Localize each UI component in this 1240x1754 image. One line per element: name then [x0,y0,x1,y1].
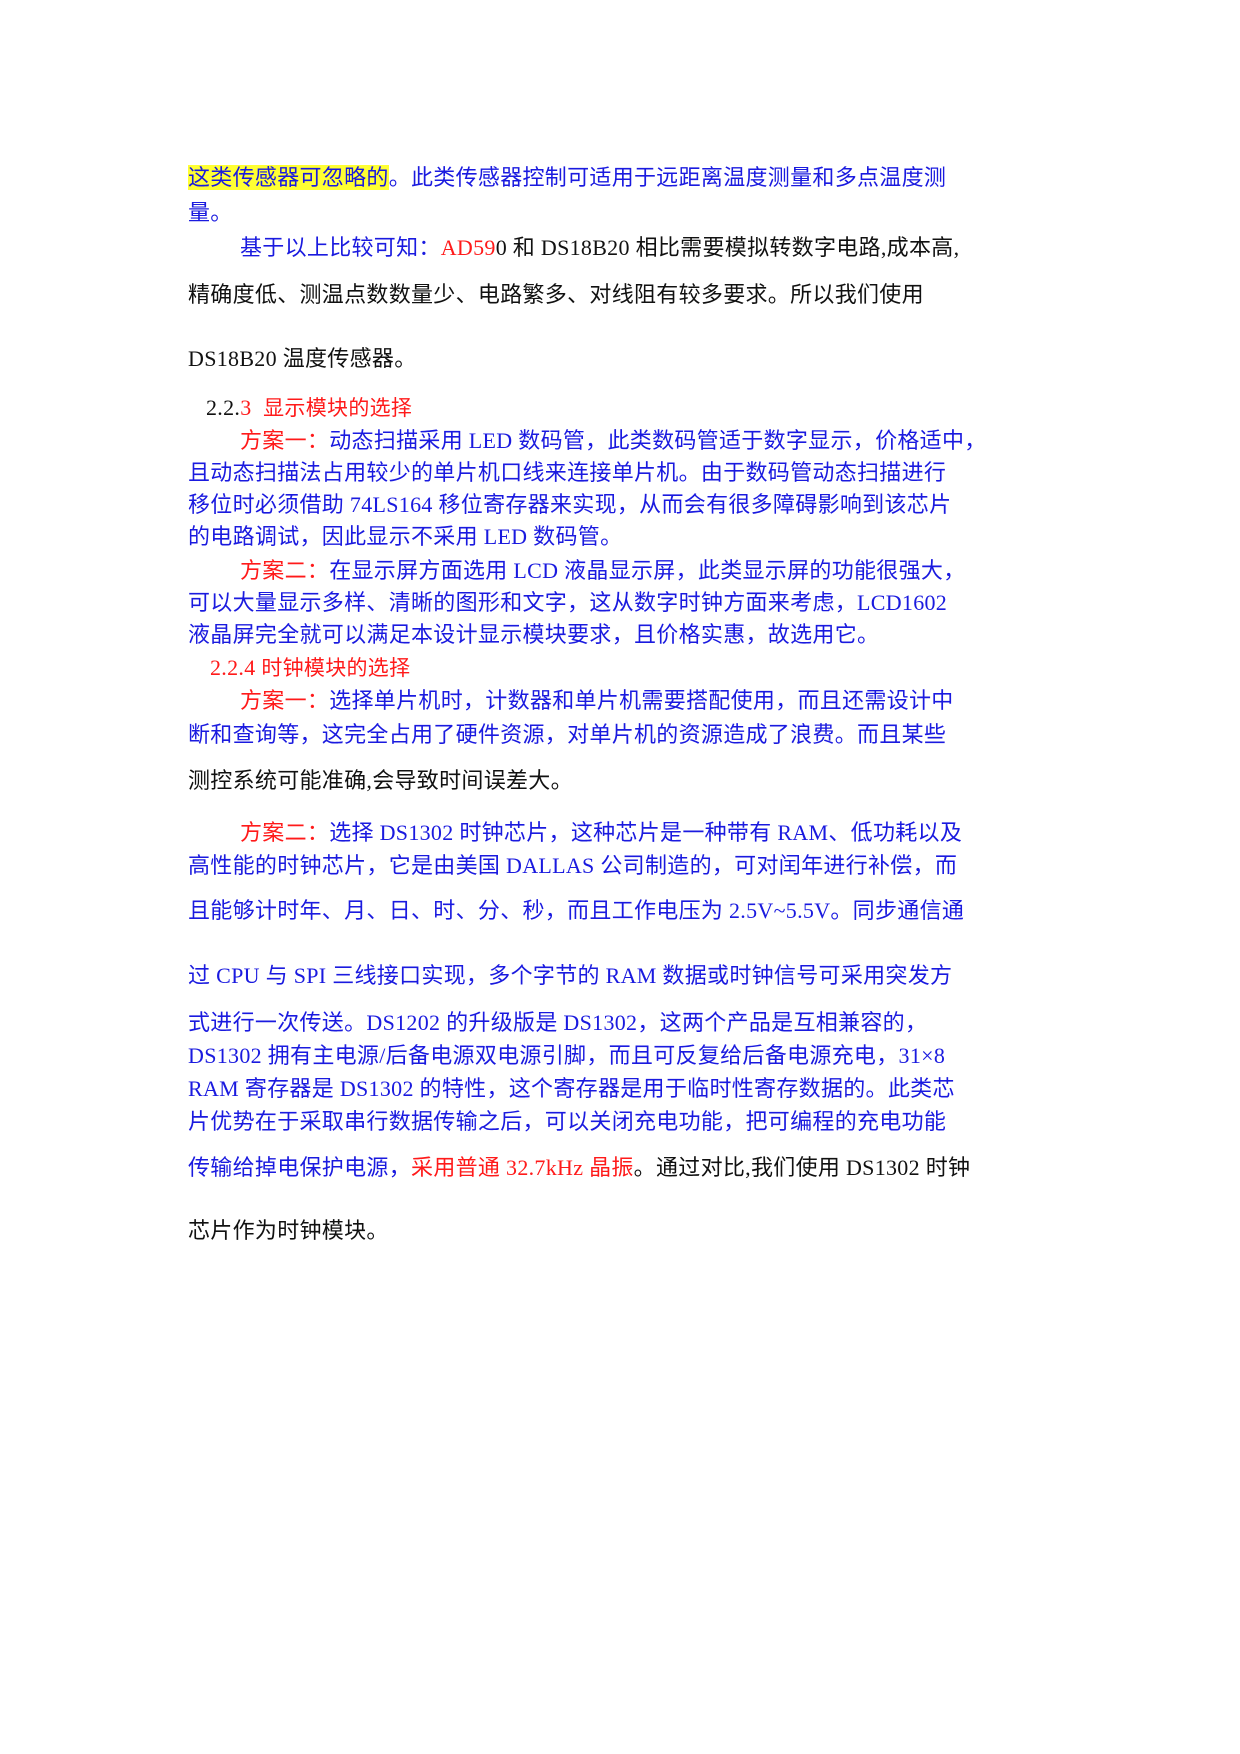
section-224-option-2-line-4: 过 CPU 与 SPI 三线接口实现，多个字节的 RAM 数据或时钟信号可采用突… [188,963,953,988]
section-224-option-2-line-8: 片优势在于采取串行数据传输之后，可以关闭充电功能，把可编程的充电功能 [188,1109,947,1134]
section-223-option-1-line-2: 且动态扫描法占用较少的单片机口线来连接单片机。由于数码管动态扫描进行 [188,460,947,485]
paragraph-2-line-1: 基于以上比较可知：AD590 和 DS18B20 相比需要模拟转数字电路,成本高… [240,235,960,260]
paragraph-1-line-1: 这类传感器可忽略的。此类传感器控制可适用于远距离温度测量和多点温度测 [188,165,947,190]
section-223-option-2-line-1: 方案二：在显示屏方面选用 LCD 液晶显示屏，此类显示屏的功能很强大， [240,558,966,583]
section-heading-224: 2.2.4 时钟模块的选择 [210,655,411,680]
paragraph-2-line-2: 精确度低、测温点数数量少、电路繁多、对线阻有较多要求。所以我们使用 [188,282,924,307]
section-224-option-2-line-5: 式进行一次传送。DS1202 的升级版是 DS1302，这两个产品是互相兼容的， [188,1010,928,1035]
section-224-option-2-line-2: 高性能的时钟芯片，它是由美国 DALLAS 公司制造的，可对闰年进行补偿，而 [188,853,958,878]
section-224-option-2-line-3: 且能够计时年、月、日、时、分、秒，而且工作电压为 2.5V~5.5V。同步通信通 [188,898,965,923]
section-223-option-1-line-4: 的电路调试，因此显示不采用 LED 数码管。 [188,524,623,549]
section-224-option-2-line-9: 传输给掉电保护电源，采用普通 32.7kHz 晶振。通过对比,我们使用 DS13… [188,1155,971,1180]
section-224-option-1-line-3: 测控系统可能准确,会导致时间误差大。 [188,768,573,793]
paragraph-1-line-2: 量。 [188,200,233,225]
section-224-option-2-line-1: 方案二：选择 DS1302 时钟芯片，这种芯片是一种带有 RAM、低功耗以及 [240,820,963,845]
paragraph-2-line-3: DS18B20 温度传感器。 [188,346,417,371]
section-heading-223: 2.2.3 显示模块的选择 [206,395,413,420]
section-224-option-2-line-7: RAM 寄存器是 DS1302 的特性，这个寄存器是用于临时性寄存数据的。此类芯 [188,1076,955,1101]
section-223-option-1-line-3: 移位时必须借助 74LS164 移位寄存器来实现，从而会有很多障碍影响到该芯片 [188,492,952,517]
section-224-option-2-line-6: DS1302 拥有主电源/后备电源双电源引脚，而且可反复给后备电源充电，31×8 [188,1043,946,1068]
section-223-option-2-line-3: 液晶屏完全就可以满足本设计显示模块要求，且价格实惠，故选用它。 [188,622,880,647]
section-223-option-2-line-2: 可以大量显示多样、清晰的图形和文字，这从数字时钟方面来考虑，LCD1602 [188,590,948,615]
section-224-option-1-line-2: 断和查询等，这完全占用了硬件资源，对单片机的资源造成了浪费。而且某些 [188,722,947,747]
section-223-option-1-line-1: 方案一：动态扫描采用 LED 数码管，此类数码管适于数字显示，价格适中， [240,428,987,453]
section-224-option-1-line-1: 方案一：选择单片机时，计数器和单片机需要搭配使用，而且还需设计中 [240,688,954,713]
highlighted-text: 这类传感器可忽略的 [188,165,389,190]
section-224-option-2-line-10: 芯片作为时钟模块。 [188,1218,389,1243]
